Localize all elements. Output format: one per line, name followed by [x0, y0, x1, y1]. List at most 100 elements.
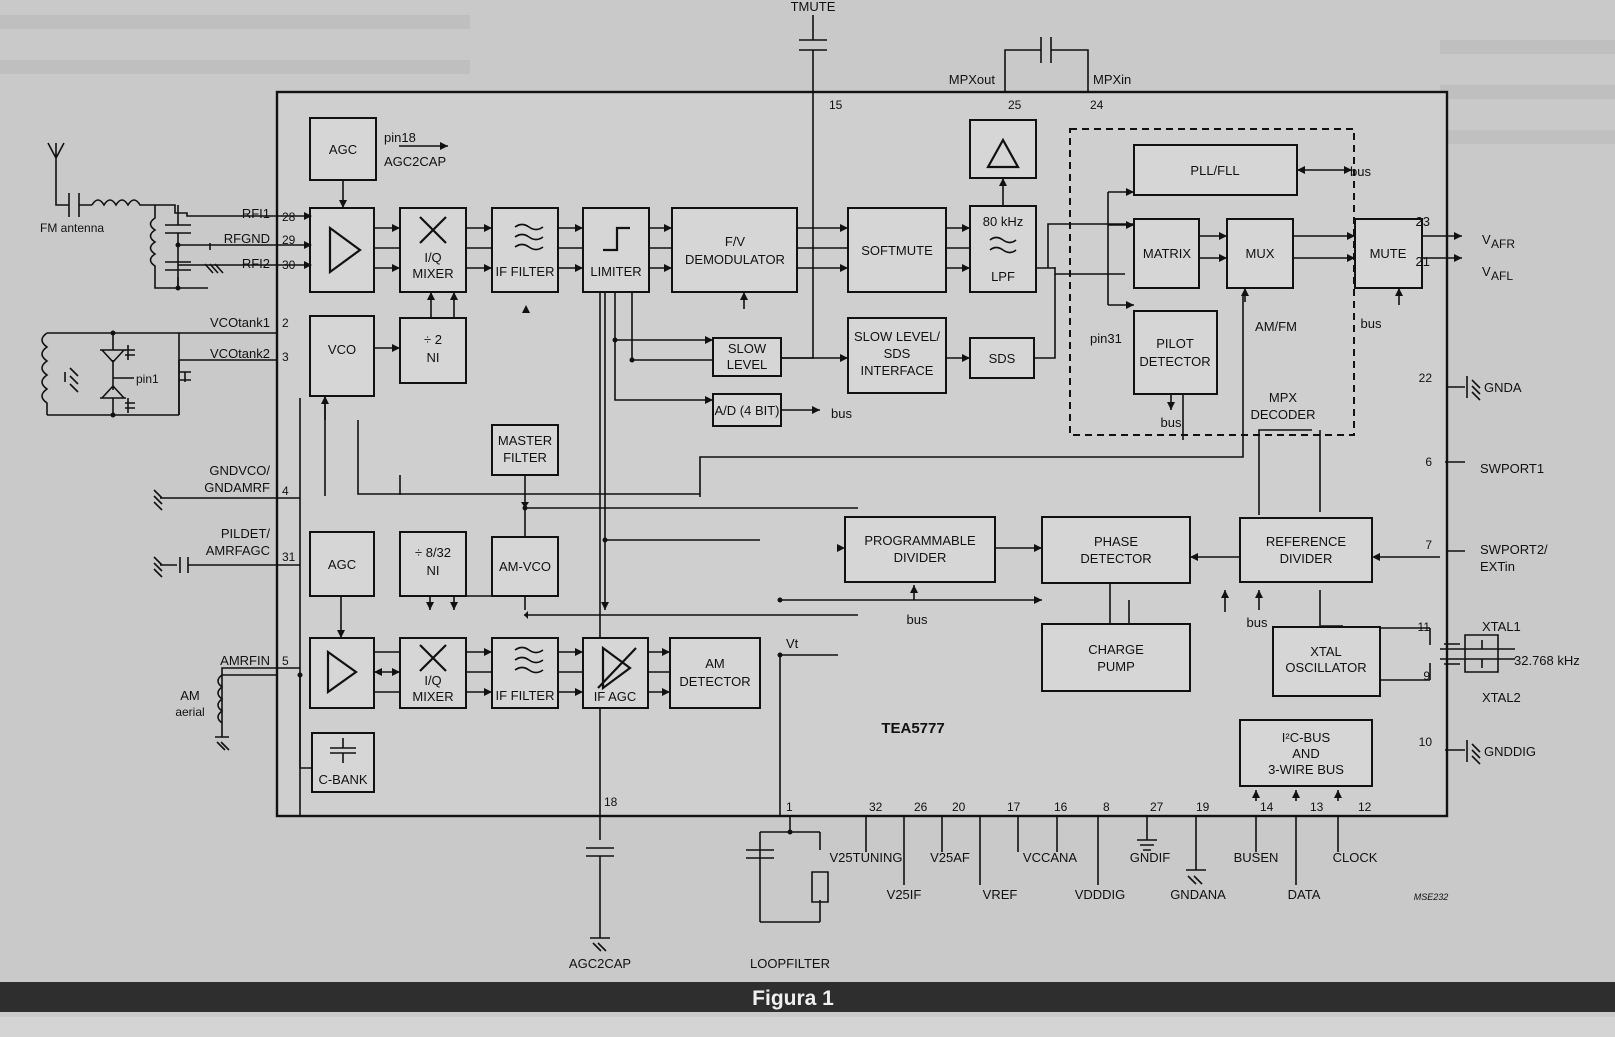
svg-text:aerial: aerial	[175, 705, 204, 719]
mux-block: MUX	[1226, 218, 1294, 289]
svg-text:A/D (4 BIT): A/D (4 BIT)	[714, 403, 779, 418]
svg-text:AMRFAGC: AMRFAGC	[206, 543, 270, 558]
pin-18: 18	[604, 795, 618, 809]
pin-10: 10	[1419, 735, 1433, 749]
svg-text:AGC: AGC	[329, 142, 357, 157]
mute-block: MUTE	[1354, 218, 1423, 289]
pin-2: 2	[282, 316, 289, 330]
svg-text:AFR: AFR	[1491, 237, 1515, 251]
vt-label: Vt	[786, 636, 799, 651]
pin-9: 9	[1423, 669, 1430, 683]
svg-text:V: V	[1482, 232, 1491, 247]
mpx-decoder-label: MPX	[1269, 390, 1298, 405]
svg-text:AM-VCO: AM-VCO	[499, 559, 551, 574]
figure-caption: Figura 1	[752, 987, 834, 1010]
svg-text:DIVIDER: DIVIDER	[1280, 551, 1333, 566]
fm-antenna-label: FM antenna	[40, 221, 104, 235]
svg-text:MIXER: MIXER	[412, 689, 453, 704]
svg-text:3-WIRE BUS: 3-WIRE BUS	[1268, 762, 1344, 777]
svg-text:I²C-BUS: I²C-BUS	[1282, 730, 1331, 745]
amrfin-label: AMRFIN	[220, 653, 270, 668]
vccana-label: VCCANA	[1023, 850, 1078, 865]
svg-text:SDS: SDS	[884, 346, 911, 361]
arrowheads	[110, 142, 1462, 835]
svg-text:÷ 8/32: ÷ 8/32	[415, 545, 451, 560]
svg-text:C-BANK: C-BANK	[318, 772, 367, 787]
mpxin-label: MPXin	[1093, 72, 1131, 87]
pin-21: 21	[1416, 254, 1430, 269]
svg-text:DIVIDER: DIVIDER	[894, 550, 947, 565]
bus-label-pilot: bus	[1161, 415, 1182, 430]
pin-23: 23	[1416, 214, 1430, 229]
ad-converter-block: A/D (4 BIT)	[712, 393, 782, 427]
v25af-label: V25AF	[930, 850, 970, 865]
pin-32: 32	[869, 800, 883, 814]
vref-label: VREF	[983, 887, 1018, 902]
pin-5: 5	[282, 654, 289, 668]
programmable-divider-block: PROGRAMMABLE DIVIDER	[844, 516, 996, 583]
xtal1-label: XTAL1	[1482, 619, 1521, 634]
svg-text:IF AGC: IF AGC	[594, 689, 637, 704]
svg-text:MASTER: MASTER	[498, 433, 552, 448]
rfi1-label: RFI1	[242, 206, 270, 221]
mpxout-label: MPXout	[949, 72, 996, 87]
svg-text:NI: NI	[427, 563, 440, 578]
drawing-reference: MSE232	[1414, 892, 1449, 902]
svg-text:SDS: SDS	[989, 351, 1016, 366]
agc2cap-bottom-label: AGC2CAP	[569, 956, 631, 971]
pin1-label: pin1	[136, 372, 159, 386]
pin-19: 19	[1196, 800, 1210, 814]
svg-text:CHARGE: CHARGE	[1088, 642, 1144, 657]
bus-label-pll: bus	[1350, 164, 1371, 179]
svg-text:LEVEL: LEVEL	[727, 357, 767, 372]
svg-text:OSCILLATOR: OSCILLATOR	[1285, 660, 1366, 675]
pin-31: 31	[282, 550, 296, 564]
svg-text:SOFTMUTE: SOFTMUTE	[861, 243, 933, 258]
master-filter-block: MASTER FILTER	[491, 424, 559, 476]
svg-text:DETECTOR: DETECTOR	[1139, 354, 1210, 369]
rfi2-label: RFI2	[242, 256, 270, 271]
svg-text:FILTER: FILTER	[503, 450, 547, 465]
am-rf-amplifier	[309, 637, 375, 709]
gnda-label: GNDA	[1484, 380, 1522, 395]
vdddig-label: VDDDIG	[1075, 887, 1126, 902]
busen-label: BUSEN	[1234, 850, 1279, 865]
pin-15: 15	[829, 98, 843, 112]
am-vco-block: AM-VCO	[491, 536, 559, 597]
svg-text:80 kHz: 80 kHz	[983, 214, 1023, 229]
xtal-frequency-label: 32.768 kHz	[1514, 653, 1580, 668]
svg-text:DETECTOR: DETECTOR	[679, 674, 750, 689]
svg-text:PROGRAMMABLE: PROGRAMMABLE	[864, 533, 976, 548]
gndvco-label: GNDVCO/	[209, 463, 270, 478]
v25tuning-label: V25TUNING	[830, 850, 903, 865]
svg-text:AND: AND	[1292, 746, 1319, 761]
swport1-label: SWPORT1	[1480, 461, 1544, 476]
svg-text:IF FILTER: IF FILTER	[496, 264, 555, 279]
fm-if-filter: IF FILTER	[491, 207, 559, 293]
gndana-label: GNDANA	[1170, 887, 1226, 902]
svg-text:EXTin: EXTin	[1480, 559, 1515, 574]
rfgnd-label: RFGND	[224, 231, 270, 246]
gnddig-label: GNDDIG	[1484, 744, 1536, 759]
pin-22: 22	[1419, 371, 1433, 385]
svg-text:LPF: LPF	[991, 269, 1015, 284]
vcotank1-label: VCOtank1	[210, 315, 270, 330]
pin-25: 25	[1008, 98, 1022, 112]
pin-6: 6	[1425, 455, 1432, 469]
bus-label-progdiv: bus	[907, 612, 928, 627]
svg-text:I/Q: I/Q	[424, 673, 441, 688]
svg-text:PILOT: PILOT	[1156, 336, 1194, 351]
svg-text:PHASE: PHASE	[1094, 534, 1138, 549]
swport2-label: SWPORT2/	[1480, 542, 1548, 557]
pin-1: 1	[786, 800, 793, 814]
pin-26: 26	[914, 800, 928, 814]
